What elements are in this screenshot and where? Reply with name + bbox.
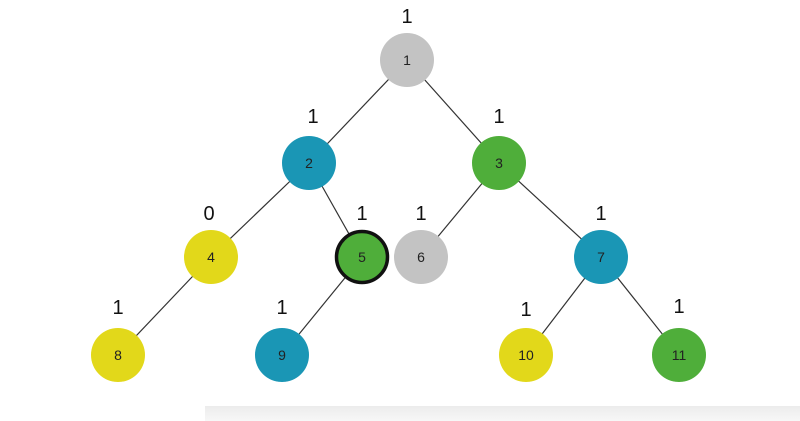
node-circle [499, 328, 553, 382]
node-circle [255, 328, 309, 382]
node-circle [472, 136, 526, 190]
node-label: 10 [518, 347, 534, 363]
node-value-label: 1 [112, 297, 123, 319]
node-label: 5 [358, 249, 366, 265]
tree-node-4: 40 [184, 203, 238, 284]
node-label: 11 [672, 347, 687, 363]
node-label: 9 [278, 347, 286, 363]
node-value-label: 0 [203, 203, 214, 225]
node-label: 6 [417, 249, 425, 265]
node-circle [334, 229, 390, 285]
node-circle [282, 136, 336, 190]
tree-node-7: 71 [574, 203, 628, 284]
tree-node-3: 31 [472, 106, 526, 190]
node-value-label: 1 [493, 106, 504, 128]
node-value-label: 1 [415, 203, 426, 225]
node-label: 2 [305, 155, 313, 171]
bottom-scroll-shadow [205, 406, 800, 421]
tree-node-2: 21 [282, 106, 336, 190]
node-circle [574, 230, 628, 284]
node-value-label: 1 [595, 203, 606, 225]
tree-node-5: 51 [334, 203, 390, 285]
node-value-label: 1 [276, 297, 287, 319]
tree-node-8: 81 [91, 297, 145, 382]
node-circle [91, 328, 145, 382]
node-label: 1 [403, 52, 411, 68]
tree-node-6: 61 [394, 203, 448, 284]
node-label: 8 [114, 347, 122, 363]
node-circle [184, 230, 238, 284]
node-value-label: 1 [401, 6, 412, 28]
node-label: 4 [207, 249, 215, 265]
tree-node-10: 10 1 [499, 299, 553, 382]
node-label: 3 [495, 155, 503, 171]
tree-node-1: 11 [380, 6, 434, 87]
node-value-label: 1 [356, 203, 367, 225]
node-label: 7 [597, 249, 605, 265]
node-circle [652, 328, 706, 382]
node-value-label: 1 [673, 296, 684, 318]
tree-node-9: 91 [255, 297, 309, 382]
tree-node-11: 111 [652, 296, 706, 382]
node-value-label: 1 [307, 106, 318, 128]
node-circle [394, 230, 448, 284]
node-value-label: 1 [520, 299, 531, 321]
node-circle [380, 33, 434, 87]
